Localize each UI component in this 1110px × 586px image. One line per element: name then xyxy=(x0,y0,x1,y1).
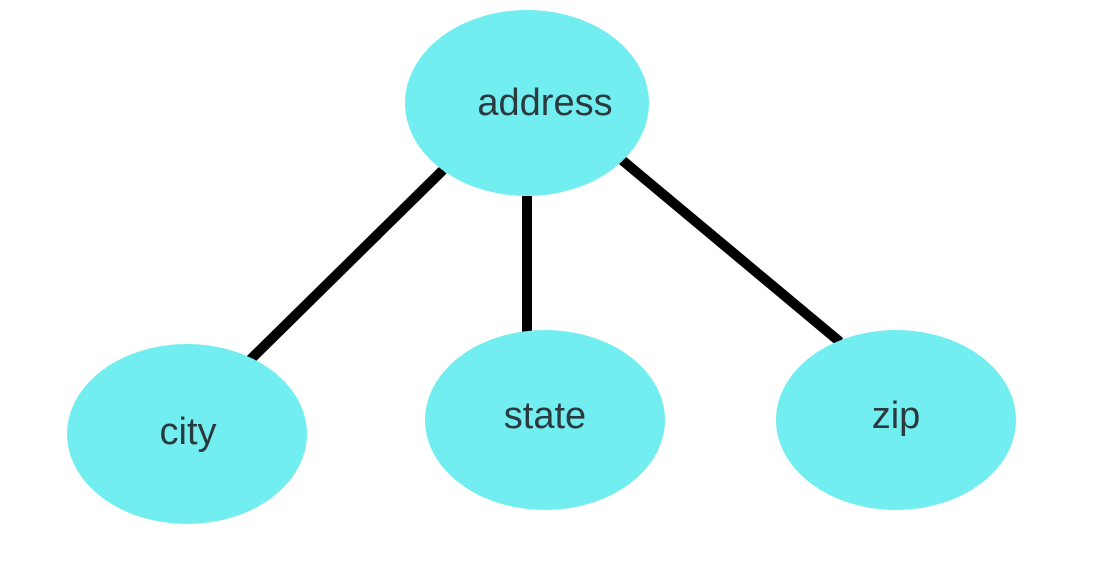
node-city-label: city xyxy=(160,411,217,453)
node-city: city xyxy=(67,344,307,524)
node-zip-shape xyxy=(776,330,1016,510)
node-state: state xyxy=(425,330,665,510)
node-address-shape xyxy=(405,10,649,196)
node-address: address xyxy=(405,10,649,196)
node-zip: zip xyxy=(776,330,1016,510)
node-address-label: address xyxy=(477,82,612,124)
node-zip-label: zip xyxy=(872,395,921,437)
node-state-shape xyxy=(425,330,665,510)
node-city-shape xyxy=(67,344,307,524)
node-state-label: state xyxy=(504,395,586,437)
edge-address-city xyxy=(246,166,447,364)
edge-address-zip xyxy=(618,156,844,346)
